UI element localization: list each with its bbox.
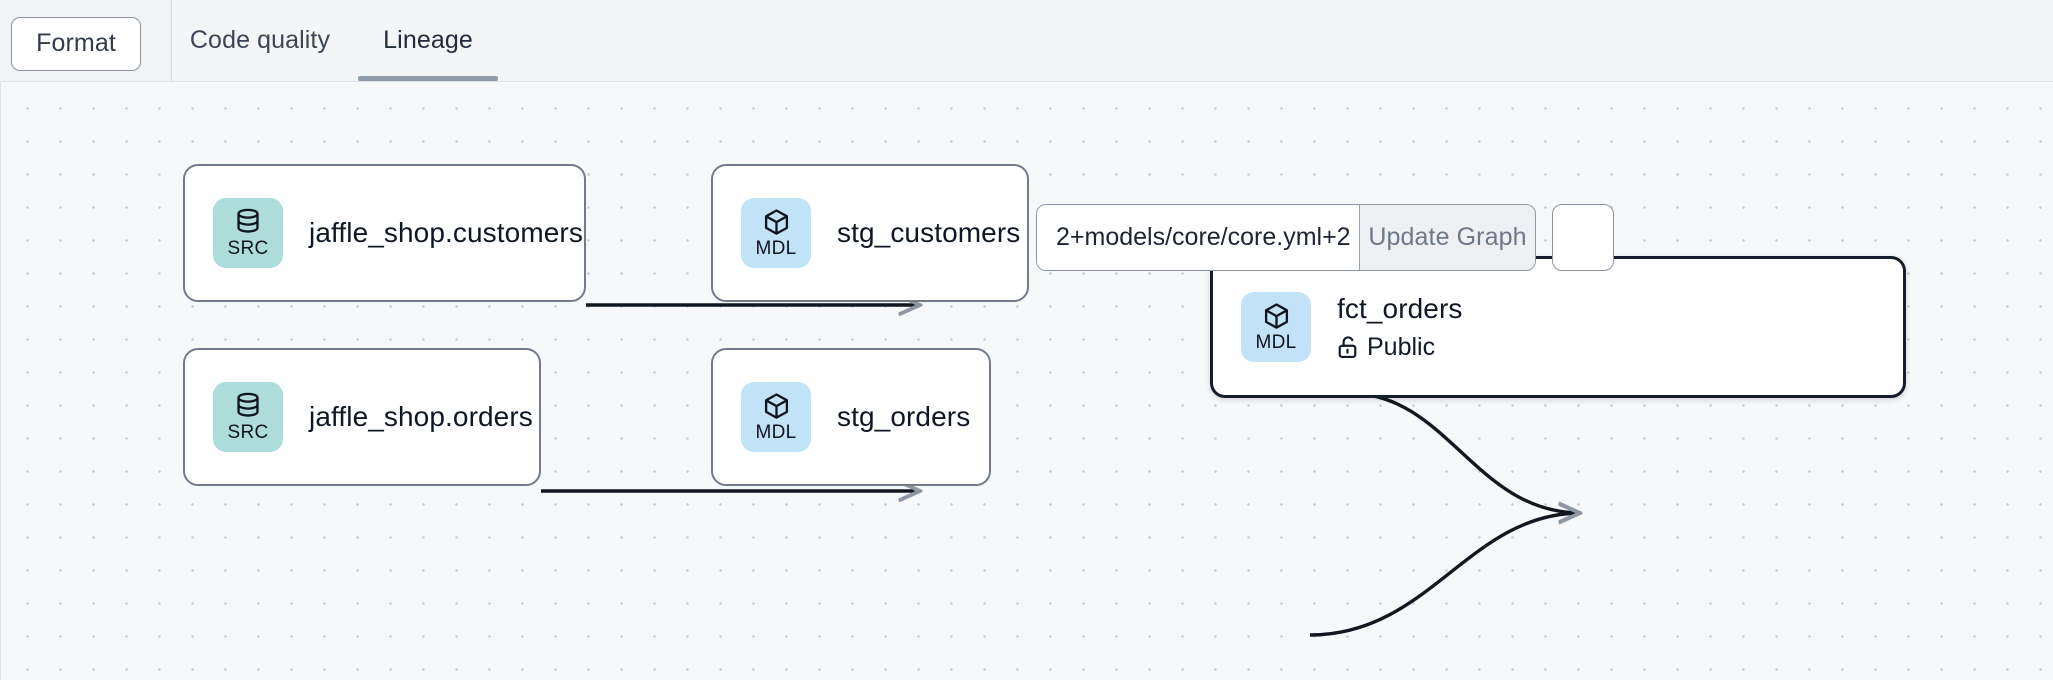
node-title: stg_orders	[837, 401, 971, 432]
node-title: fct_orders	[1337, 293, 1463, 324]
node-body: stg_customers	[837, 216, 1020, 250]
lineage-node-jaffle-shop-orders[interactable]: SRC jaffle_shop.orders	[183, 348, 541, 486]
canvas-left-border	[0, 82, 1, 680]
node-kind-label: SRC	[227, 422, 269, 443]
graph-selector-input[interactable]	[1037, 205, 1359, 270]
node-body: stg_orders	[837, 400, 970, 434]
editor-toolbar: Format Code quality Lineage	[0, 0, 2053, 82]
unlock-icon	[1337, 335, 1358, 359]
node-title: jaffle_shop.orders	[309, 401, 533, 432]
node-kind-label: SRC	[227, 238, 269, 259]
tab-code-quality[interactable]: Code quality	[172, 0, 348, 81]
node-kind-badge-mdl: MDL	[741, 382, 811, 452]
tab-active-underline	[358, 76, 498, 81]
lineage-canvas[interactable]: SRC jaffle_shop.customers SRC jaffle_sh	[0, 82, 2053, 680]
node-kind-label: MDL	[755, 238, 797, 259]
database-icon	[234, 208, 262, 238]
node-access-label: Public	[1367, 333, 1436, 361]
node-kind-label: MDL	[755, 422, 797, 443]
node-kind-badge-mdl: MDL	[1241, 292, 1311, 362]
lineage-node-jaffle-shop-customers[interactable]: SRC jaffle_shop.customers	[183, 164, 586, 302]
node-kind-badge-src: SRC	[213, 198, 283, 268]
lineage-node-fct-orders[interactable]: MDL fct_orders Public	[1210, 256, 1906, 398]
cube-icon	[762, 208, 791, 238]
node-access: Public	[1337, 332, 1463, 362]
database-icon	[234, 392, 262, 422]
edge-stg-orders-to-fct-orders	[1309, 513, 1580, 637]
format-button[interactable]: Format	[11, 17, 141, 71]
tab-code-quality-label: Code quality	[189, 26, 331, 54]
cube-icon	[1262, 302, 1291, 332]
node-body: jaffle_shop.customers	[309, 216, 583, 250]
update-graph-button[interactable]: Update Graph	[1359, 205, 1535, 270]
lineage-node-stg-orders[interactable]: MDL stg_orders	[711, 348, 991, 486]
tab-lineage-label: Lineage	[383, 26, 473, 54]
node-title: jaffle_shop.customers	[309, 217, 583, 248]
node-body: jaffle_shop.orders	[309, 400, 533, 434]
graph-selector-controls: Update Graph	[1036, 204, 1536, 271]
tab-lineage[interactable]: Lineage	[348, 0, 508, 81]
cube-icon	[762, 392, 791, 422]
node-kind-badge-src: SRC	[213, 382, 283, 452]
node-kind-label: MDL	[1255, 332, 1297, 353]
node-body: fct_orders Public	[1337, 292, 1463, 362]
lineage-node-stg-customers[interactable]: MDL stg_customers	[711, 164, 1029, 302]
node-title: stg_customers	[837, 217, 1021, 248]
toolbar-left-section: Format	[0, 0, 172, 81]
node-kind-badge-mdl: MDL	[741, 198, 811, 268]
edge-stg-customers-to-fct-orders	[1347, 391, 1580, 513]
canvas-side-control-button[interactable]	[1552, 204, 1614, 271]
